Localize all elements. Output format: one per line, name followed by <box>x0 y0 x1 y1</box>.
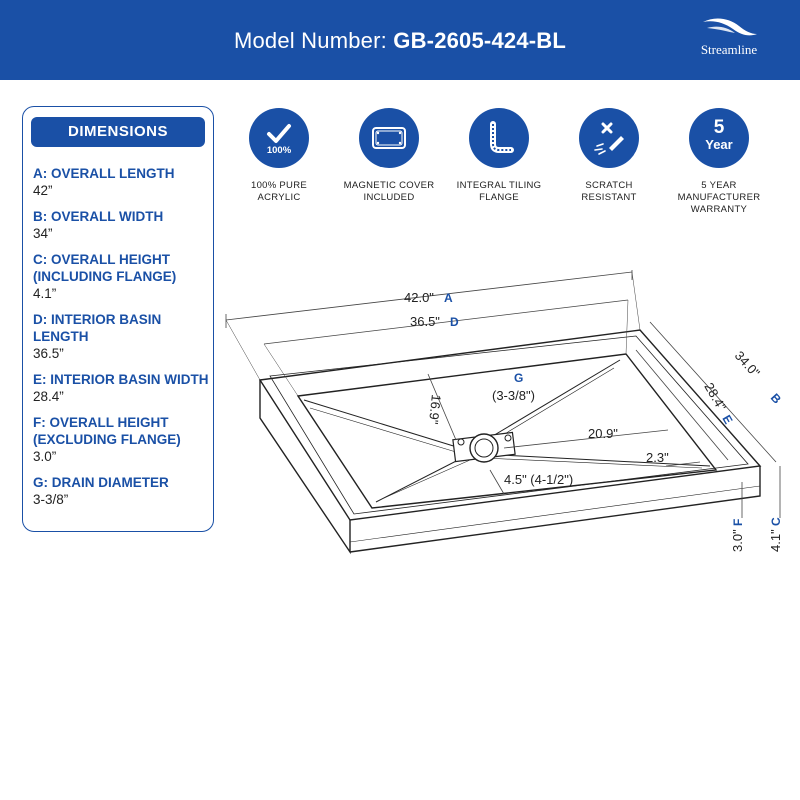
drain-letter: G <box>514 371 523 385</box>
dimensions-panel: DIMENSIONS A: OVERALL LENGTH 42” B: OVER… <box>22 106 214 532</box>
interior-width-letter: E <box>719 413 735 427</box>
dimensions-list: A: OVERALL LENGTH 42” B: OVERALL WIDTH 3… <box>33 165 213 517</box>
dimension-value: 36.5” <box>33 346 64 361</box>
height-excl-letter: F <box>731 519 745 526</box>
dimension-label: D: INTERIOR BASIN LENGTH <box>33 312 162 344</box>
feature-magnetic-cover: MAGNETIC COVER INCLUDED <box>334 108 444 204</box>
interior-length-letter: D <box>450 315 459 329</box>
dimension-item-e: E: INTERIOR BASIN WIDTH 28.4” <box>33 371 213 405</box>
feature-pure-acrylic: 100% 100% PURE ACRYLIC <box>224 108 334 204</box>
dimension-value: 3-3/8” <box>33 492 69 507</box>
brand-logo: Streamline <box>692 14 766 64</box>
dimension-item-c: C: OVERALL HEIGHT (INCLUDING FLANGE) 4.1… <box>33 251 213 302</box>
model-number-title: Model Number: GB-2605-424-BL <box>233 28 567 53</box>
interior-width-label: 28.4" <box>701 380 729 414</box>
shower-base-drawing: 42.0" A 36.5" D G (3-3/8") 16.9" 20.9" 2… <box>225 270 784 555</box>
dimension-value: 4.1” <box>33 286 57 301</box>
dimension-value: 3.0” <box>33 449 57 464</box>
dimension-label: F: OVERALL HEIGHT (EXCLUDING FLANGE) <box>33 415 181 447</box>
drain-to-side-label: 20.9" <box>588 426 618 441</box>
drain-to-back-label: 16.9" <box>426 394 444 426</box>
height-incl-label: 4.1" <box>768 529 783 552</box>
tiling-flange-icon <box>469 108 529 168</box>
feature-tiling-flange: INTEGRAL TILING FLANGE <box>444 108 554 204</box>
interior-length-label: 36.5" <box>410 314 440 329</box>
wave-logo-icon <box>703 18 757 36</box>
overall-width-letter: B <box>768 391 784 407</box>
dimension-label: C: OVERALL HEIGHT (INCLUDING FLANGE) <box>33 252 177 284</box>
height-excl-label: 3.0" <box>730 529 745 552</box>
checkmark-100-icon: 100% <box>249 108 309 168</box>
feature-scratch-resistant: SCRATCH RESISTANT <box>554 108 664 204</box>
dimension-label: G: DRAIN DIAMETER <box>33 475 169 490</box>
height-incl-letter: C <box>769 517 783 526</box>
feature-icons-row: 100% 100% PURE ACRYLIC MAGNETIC COVER IN… <box>238 108 798 228</box>
drain-width-label: 4.5" (4-1/2") <box>504 472 573 487</box>
dimension-item-d: D: INTERIOR BASIN LENGTH 36.5” <box>33 311 213 362</box>
dimension-label: B: OVERALL WIDTH <box>33 209 164 224</box>
dimension-item-g: G: DRAIN DIAMETER 3-3/8” <box>33 474 213 508</box>
brand-name: Streamline <box>700 42 758 57</box>
warranty-number: 5 <box>713 117 725 138</box>
overall-width-label: 34.0" <box>732 348 763 381</box>
dimension-item-a: A: OVERALL LENGTH 42” <box>33 165 213 199</box>
dimension-label: A: OVERALL LENGTH <box>33 166 175 181</box>
dimensions-title: DIMENSIONS <box>31 117 205 147</box>
warranty-5-year-icon: 5 Year <box>689 108 749 168</box>
acrylic-badge-text: 100% <box>267 145 292 156</box>
overall-length-label: 42.0" <box>404 290 434 305</box>
drain-diameter-label: (3-3/8") <box>492 388 535 403</box>
dimension-item-b: B: OVERALL WIDTH 34” <box>33 208 213 242</box>
magnetic-cover-icon <box>359 108 419 168</box>
shower-base-diagram: 42.0" A 36.5" D G (3-3/8") 16.9" 20.9" 2… <box>220 270 800 570</box>
dimension-value: 42” <box>33 183 53 198</box>
feature-warranty: 5 Year 5 YEAR MANUFACTURER WARRANTY <box>664 108 774 216</box>
dimension-value: 34” <box>33 226 53 241</box>
warranty-year: Year <box>705 137 733 152</box>
scratch-resistant-icon <box>579 108 639 168</box>
header-bar: Model Number: GB-2605-424-BL Streamline <box>0 0 800 80</box>
dimension-item-f: F: OVERALL HEIGHT (EXCLUDING FLANGE) 3.0… <box>33 414 213 465</box>
overall-length-letter: A <box>444 291 453 305</box>
dimension-value: 28.4” <box>33 389 64 404</box>
flange-offset-label: 2.3" <box>646 450 669 465</box>
dimension-label: E: INTERIOR BASIN WIDTH <box>33 372 209 387</box>
model-number-value: GB-2605-424-BL <box>393 28 567 53</box>
